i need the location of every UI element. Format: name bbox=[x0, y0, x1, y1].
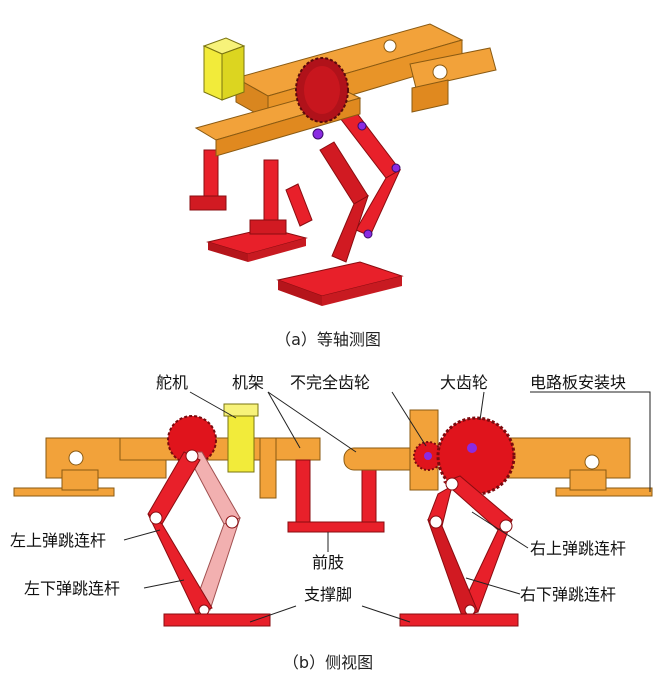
label-right-lower-link: 右下弹跳连杆 bbox=[520, 585, 616, 604]
label-front-limb: 前肢 bbox=[312, 553, 344, 572]
side-left-joint-2 bbox=[149, 511, 163, 525]
leader-lines bbox=[123, 391, 651, 623]
iso-rear-foot-side2 bbox=[248, 238, 306, 262]
iso-frame-hole-2 bbox=[432, 64, 448, 80]
leader-frame-1 bbox=[267, 391, 301, 449]
side-right-joint-2 bbox=[499, 519, 513, 533]
side-front-limb-left bbox=[295, 459, 311, 523]
side-left-support-foot bbox=[163, 613, 271, 627]
iso-pin-1 bbox=[312, 128, 324, 140]
leader-foot-left bbox=[249, 605, 297, 623]
leader-pcb bbox=[530, 391, 651, 492]
label-support-foot: 支撑脚 bbox=[304, 585, 352, 604]
iso-link-4 bbox=[331, 194, 369, 263]
side-front-limb-foot bbox=[287, 521, 385, 533]
iso-front-foot-side2 bbox=[322, 276, 402, 306]
iso-frame-hole-1 bbox=[383, 39, 397, 53]
isometric-view bbox=[189, 23, 497, 306]
iso-pin-2 bbox=[357, 121, 367, 131]
leader-left-lower bbox=[143, 579, 185, 589]
iso-rear-bracket bbox=[411, 79, 449, 113]
side-right-support-foot bbox=[399, 613, 519, 627]
iso-rear-foot-side bbox=[208, 242, 248, 262]
side-big-gear bbox=[436, 416, 516, 496]
iso-link-3 bbox=[319, 141, 369, 205]
leader-right-upper bbox=[471, 511, 529, 549]
side-right-frame-long bbox=[499, 437, 631, 479]
label-left-lower-link: 左下弹跳连杆 bbox=[24, 579, 120, 598]
side-big-gear-pin bbox=[467, 443, 477, 453]
side-left-joint-3 bbox=[225, 515, 239, 529]
side-left-joint-1 bbox=[185, 449, 199, 463]
leader-foot-right bbox=[361, 605, 411, 623]
caption-a: （a）等轴测图 bbox=[275, 330, 381, 349]
label-big-gear: 大齿轮 bbox=[440, 373, 488, 392]
side-servo bbox=[227, 409, 255, 473]
iso-rear-block bbox=[409, 47, 497, 89]
iso-servo-front bbox=[203, 45, 223, 101]
iso-pin-3 bbox=[391, 163, 401, 173]
side-frame-post bbox=[259, 437, 277, 499]
side-front-limb-right bbox=[361, 469, 377, 523]
side-left-lower-link bbox=[147, 513, 213, 615]
label-right-upper-link: 右上弹跳连杆 bbox=[530, 539, 626, 558]
iso-link-5 bbox=[285, 183, 313, 227]
iso-front-limb-left-foot bbox=[189, 195, 227, 211]
label-left-upper-link: 左上弹跳连杆 bbox=[10, 531, 106, 550]
iso-pin-4 bbox=[363, 229, 373, 239]
iso-big-gear-face bbox=[304, 66, 340, 114]
side-left-frame-upper bbox=[119, 437, 321, 461]
leader-right-lower bbox=[465, 577, 521, 595]
label-frame: 机架 bbox=[232, 373, 264, 392]
label-servo: 舵机 bbox=[156, 373, 188, 392]
label-pcb-block: 电路板安装块 bbox=[530, 373, 626, 392]
side-right-joint-1 bbox=[445, 477, 459, 491]
side-view bbox=[13, 403, 653, 627]
labels: 舵机 机架 不完全齿轮 大齿轮 电路板安装块 左上弹跳连杆 左下弹跳连杆 右上弹… bbox=[10, 373, 626, 604]
side-right-joint-3 bbox=[429, 515, 443, 529]
side-right-bracket bbox=[569, 469, 607, 491]
side-servo-cap bbox=[223, 403, 259, 417]
leader-left-upper bbox=[123, 529, 161, 541]
leader-partial-gear bbox=[391, 391, 427, 447]
leader-servo bbox=[189, 391, 237, 419]
side-right-hole bbox=[584, 454, 600, 470]
side-left-hole bbox=[68, 450, 84, 466]
iso-front-foot-side bbox=[278, 280, 322, 306]
iso-front-limb-right-foot bbox=[249, 219, 287, 235]
side-right-lower-link-2 bbox=[427, 519, 479, 617]
leader-big-gear bbox=[479, 391, 485, 421]
side-left-bracket bbox=[61, 469, 99, 491]
caption-b: （b）侧视图 bbox=[283, 653, 373, 672]
side-partial-gear-pin bbox=[424, 452, 432, 460]
leader-frame-2 bbox=[267, 391, 357, 453]
label-partial-gear: 不完全齿轮 bbox=[290, 373, 370, 392]
iso-servo-side bbox=[221, 45, 245, 101]
